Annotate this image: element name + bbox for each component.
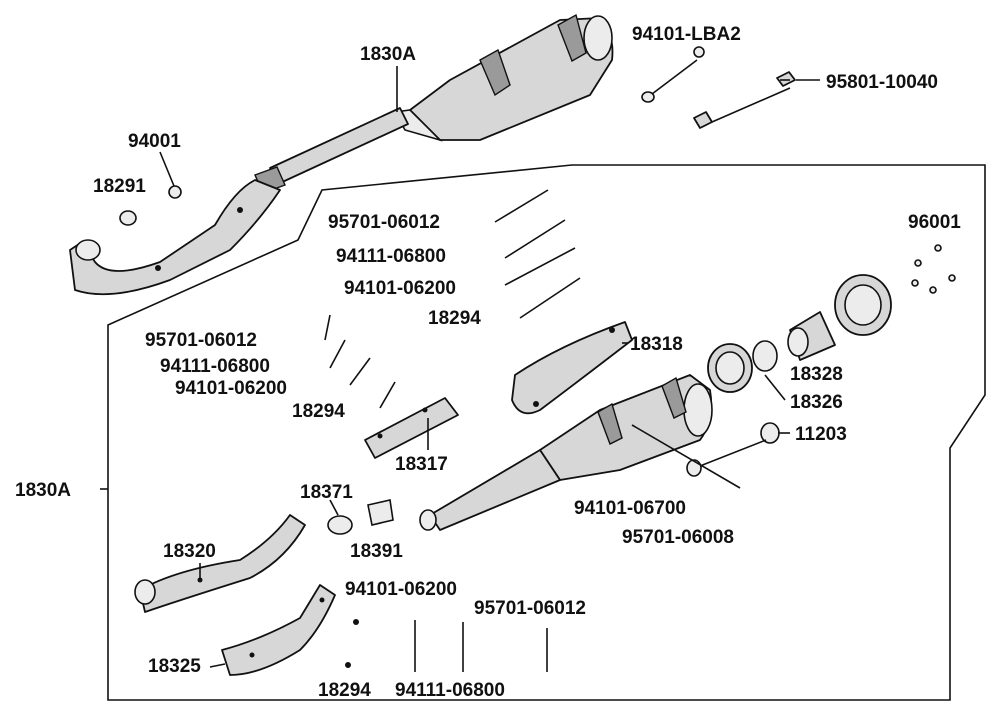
label-end-cap: 18328 <box>790 364 843 385</box>
fasteners-upper <box>494 189 581 319</box>
label-bolt-set1-a: 95701-06012 <box>328 212 440 233</box>
clamp-18371 <box>327 515 353 535</box>
end-cap-18328 <box>787 311 836 361</box>
label-bolt-set2-d: 18294 <box>292 401 345 422</box>
fasteners-bottom <box>345 619 548 672</box>
nut-94001 <box>168 185 182 199</box>
label-main-assembly-left: 1830A <box>15 480 71 501</box>
label-bolt-set1-c: 94101-06200 <box>344 278 456 299</box>
label-bolt-set2-b: 94111-06800 <box>160 356 270 377</box>
bolt-top-right <box>693 71 820 129</box>
top-muffler-assembly <box>69 13 614 296</box>
label-clamp: 18371 <box>300 482 353 503</box>
heat-guard-18318 <box>511 321 633 415</box>
label-kit-right: 96001 <box>908 212 961 233</box>
sleeve-18391 <box>367 499 394 526</box>
end-cap-outer <box>834 274 892 336</box>
label-bottom-washer: 94101-06200 <box>345 579 457 600</box>
label-bottom-washer2: 94111-06800 <box>395 680 505 701</box>
pipe-guard-18325 <box>221 584 336 676</box>
label-bolt-set2-a: 95701-06012 <box>145 330 257 351</box>
gaskets-right <box>707 340 778 393</box>
grommet-11203 <box>686 422 780 477</box>
muffler-body <box>419 374 713 531</box>
label-gasket-ring: 18326 <box>790 392 843 413</box>
heat-guard-18317 <box>364 397 459 459</box>
label-rubber-grommet: 11203 <box>795 424 847 445</box>
label-washer-top-right: 94101-LBA2 <box>632 24 741 45</box>
label-bolt-set2-c: 94101-06200 <box>175 378 287 399</box>
label-joint-sleeve: 18391 <box>350 541 403 562</box>
label-bottom-bolt: 95701-06012 <box>474 598 586 619</box>
label-main-assembly-top: 1830A <box>360 44 416 65</box>
label-nut-top: 94001 <box>128 131 181 152</box>
label-bolt-set1-b: 94111-06800 <box>336 246 446 267</box>
label-pipe-guard: 18325 <box>148 656 201 677</box>
washer-top-right <box>641 46 705 103</box>
label-bolt-top-right: 95801-10040 <box>826 72 938 93</box>
fasteners-middle <box>324 314 396 409</box>
small-kit-96001 <box>911 244 956 294</box>
label-bolt-set1-d: 18294 <box>428 308 481 329</box>
label-clip-top: 18291 <box>93 176 146 197</box>
label-bottom-clip: 18294 <box>318 680 371 701</box>
leader-lines <box>100 66 790 668</box>
label-exhaust-pipe: 18320 <box>163 541 216 562</box>
label-washer-mid: 94101-06700 <box>574 498 686 519</box>
label-bolt-mid: 95701-06008 <box>622 527 734 548</box>
exploded-view-frame <box>107 164 986 701</box>
label-heat-guard-muffler: 18318 <box>630 334 683 355</box>
clip-18291 <box>119 210 137 226</box>
exhaust-pipe-18320 <box>134 514 306 613</box>
label-heat-guard-pipe: 18317 <box>395 454 448 475</box>
